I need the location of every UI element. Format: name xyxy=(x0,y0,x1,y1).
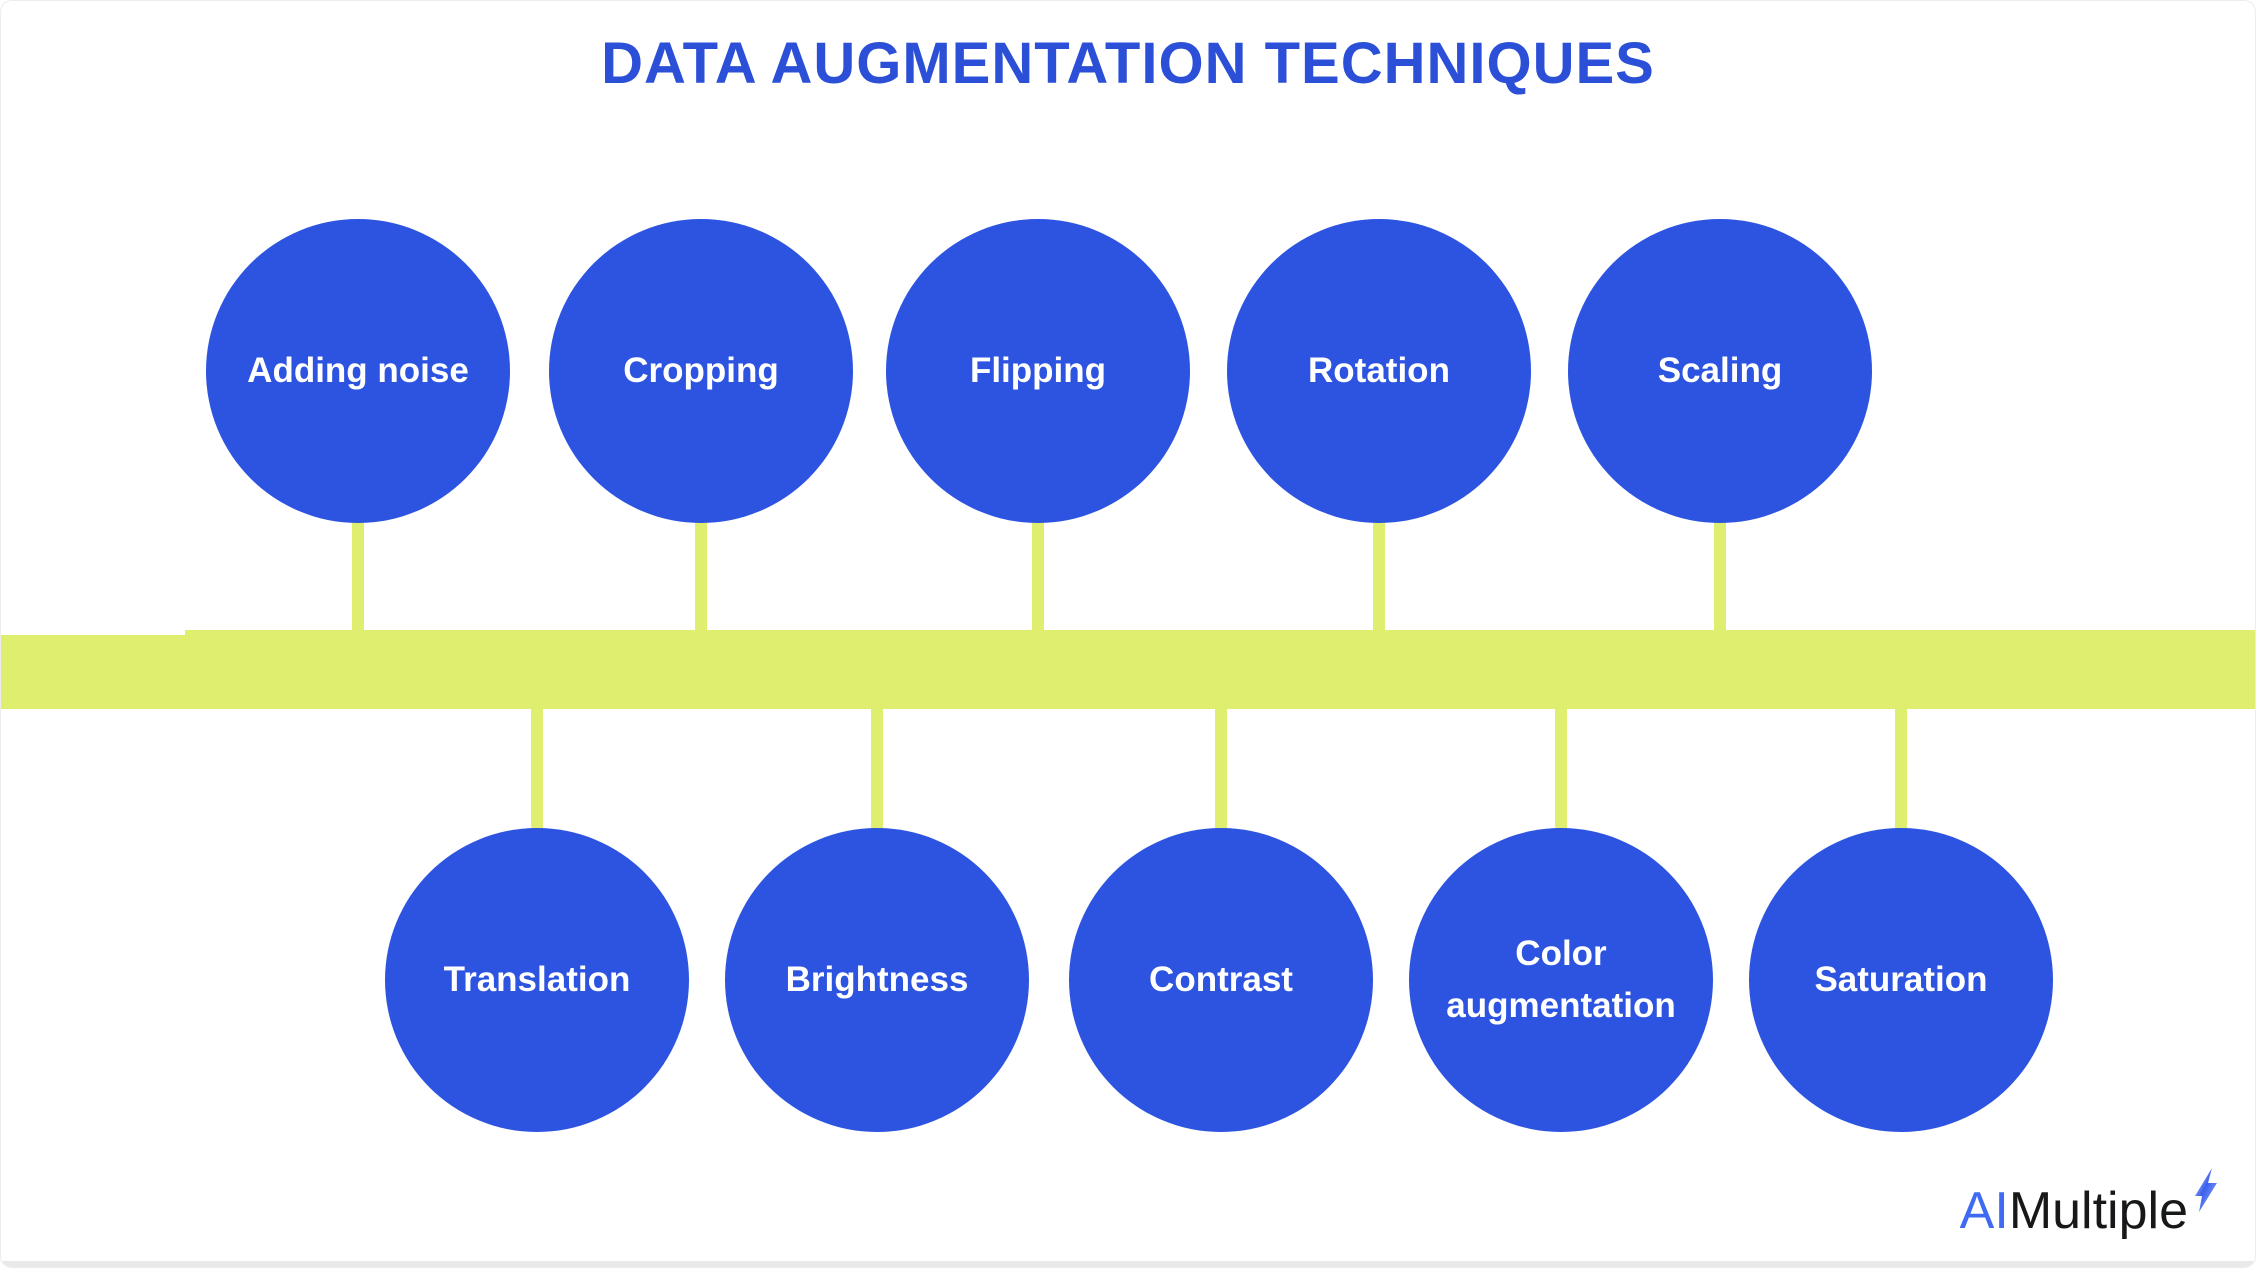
logo-name: Multiple xyxy=(2008,1182,2188,1241)
technique-circle: Saturation xyxy=(1749,828,2053,1132)
technique-circle: Translation xyxy=(385,828,689,1132)
technique-circle: Color augmentation xyxy=(1409,828,1713,1132)
connector-stem xyxy=(871,708,883,830)
timeline-bar xyxy=(185,630,2255,709)
technique-circle: Contrast xyxy=(1069,828,1373,1132)
connector-stem xyxy=(352,517,364,632)
technique-circle: Adding noise xyxy=(206,219,510,523)
connector-stem xyxy=(1373,517,1385,632)
logo-prefix: AI xyxy=(1959,1182,2009,1241)
technique-label: Flipping xyxy=(969,350,1107,390)
connector-stem xyxy=(1895,708,1907,830)
connector-stem xyxy=(1032,517,1044,632)
bottom-border xyxy=(1,1261,2255,1267)
connector-stem xyxy=(531,708,543,830)
technique-label: Adding noise xyxy=(247,350,469,390)
technique-label: Rotation xyxy=(1308,350,1450,390)
connector-stem xyxy=(1714,517,1726,632)
technique-label: Brightness xyxy=(785,959,969,999)
technique-label: Color augmentation xyxy=(1446,933,1676,1026)
technique-label: Saturation xyxy=(1814,959,1988,999)
technique-circle: Rotation xyxy=(1227,219,1531,523)
technique-label: Translation xyxy=(443,959,631,999)
technique-label: Cropping xyxy=(623,350,779,390)
page-title: DATA AUGMENTATION TECHNIQUES xyxy=(601,31,1655,96)
brand-logo: AI Multiple xyxy=(1959,1168,2221,1241)
technique-circle: Cropping xyxy=(549,219,853,523)
connector-stem xyxy=(1215,708,1227,830)
bolt-icon xyxy=(2195,1168,2217,1213)
connector-stem xyxy=(695,517,707,632)
timeline-bar-left-segment xyxy=(1,635,186,709)
technique-label: Contrast xyxy=(1149,959,1293,999)
connector-stem xyxy=(1555,708,1567,830)
technique-circle: Flipping xyxy=(886,219,1190,523)
technique-circle: Brightness xyxy=(725,828,1029,1132)
technique-circle: Scaling xyxy=(1568,219,1872,523)
technique-label: Scaling xyxy=(1657,350,1783,390)
